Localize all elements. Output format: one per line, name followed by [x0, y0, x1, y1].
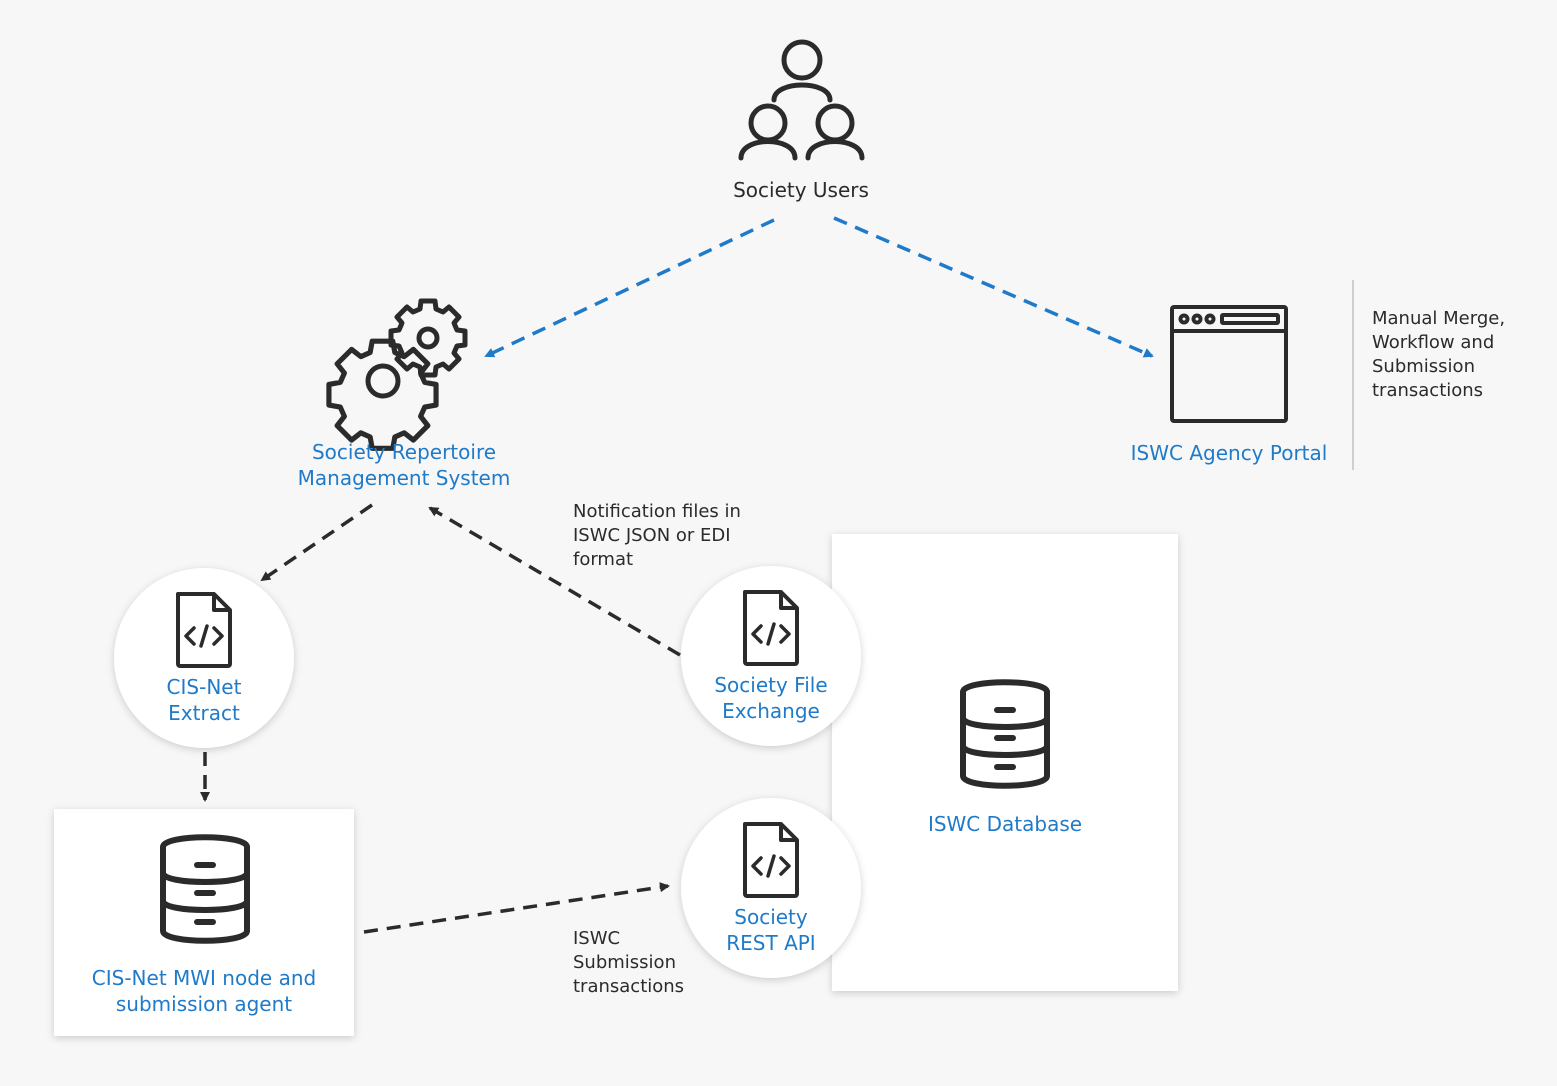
file-exchange-line2: Exchange — [722, 699, 820, 723]
file-exchange-label: Society File Exchange — [691, 672, 851, 724]
file-exchange-line1: Society File — [714, 673, 828, 697]
notification-note-line: ISWC JSON or EDI — [573, 525, 731, 546]
iswc-database-card — [832, 534, 1178, 991]
repertoire-system-line2: Management System — [297, 466, 511, 490]
rest-api-line2: REST API — [726, 931, 816, 955]
users-group-icon — [738, 39, 865, 161]
rest-api-label: Society REST API — [691, 904, 851, 956]
mwi-node-line2: submission agent — [115, 992, 293, 1016]
iswc-database-label: ISWC Database — [927, 812, 1083, 836]
arrow-users-to-repertoire — [484, 218, 775, 358]
cisnet-extract-line1: CIS-Net — [166, 675, 242, 699]
portal-note-line: Workflow and — [1372, 332, 1495, 353]
arrow-fileexchange-to-repertoire — [428, 506, 681, 657]
cisnet-extract-line2: Extract — [168, 701, 240, 725]
arrow-mwi-to-restapi — [363, 882, 670, 934]
society-users-label: Society Users — [733, 178, 869, 202]
notification-note: Notification files in ISWC JSON or EDI f… — [573, 500, 741, 572]
arrow-repertoire-to-extract — [260, 503, 373, 582]
browser-window-icon — [1170, 305, 1288, 423]
notification-note-line: format — [573, 549, 634, 570]
mwi-node-line1: CIS-Net MWI node and — [91, 966, 317, 990]
submission-note-line: transactions — [573, 976, 685, 997]
portal-note: Manual Merge, Workflow and Submission tr… — [1372, 307, 1505, 403]
repertoire-system-label: Society Repertoire Management System — [264, 439, 544, 491]
rest-api-line1: Society — [734, 905, 808, 929]
cisnet-extract-label: CIS-Net Extract — [124, 674, 284, 726]
portal-note-line: transactions — [1372, 380, 1484, 401]
mwi-node-label: CIS-Net MWI node and submission agent — [64, 965, 344, 1017]
submission-note-line: Submission — [573, 952, 676, 973]
portal-note-line: Submission — [1372, 356, 1475, 377]
rest-api-circle — [681, 798, 861, 978]
file-exchange-circle — [681, 566, 861, 746]
repertoire-system-line1: Society Repertoire — [311, 440, 497, 464]
cisnet-extract-circle — [114, 568, 294, 748]
gears-icon — [326, 298, 468, 451]
submission-note-line: ISWC — [573, 928, 621, 949]
notification-note-line: Notification files in — [573, 501, 741, 522]
submission-note: ISWC Submission transactions — [573, 927, 684, 999]
arrow-users-to-portal — [833, 216, 1154, 358]
portal-note-line: Manual Merge, — [1372, 308, 1506, 329]
agency-portal-label[interactable]: ISWC Agency Portal — [1130, 441, 1328, 465]
